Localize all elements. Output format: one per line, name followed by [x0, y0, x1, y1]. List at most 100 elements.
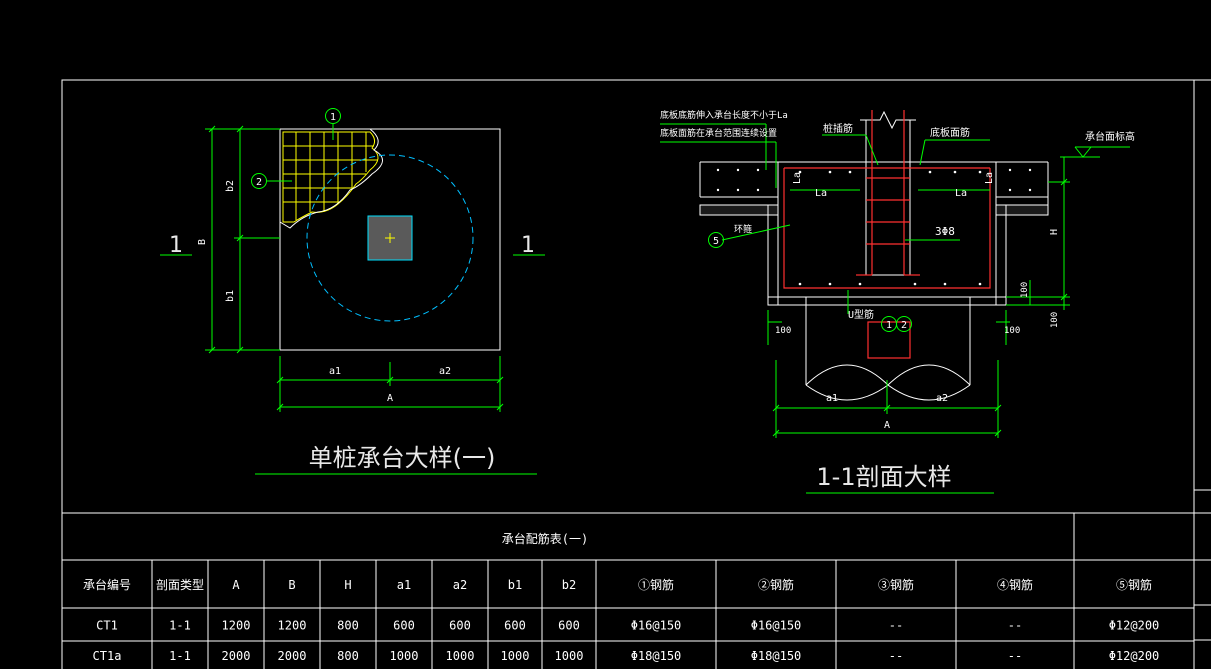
table-title: 承台配筋表(一) [502, 531, 588, 546]
table-header-cell: b2 [562, 578, 576, 592]
callout-2-plan [251, 173, 267, 189]
section-dim-A: A [884, 420, 890, 431]
callout-2-section [896, 316, 912, 332]
section-dim-100-right: 100 [1004, 326, 1020, 336]
table-header-cell: ①钢筋 [638, 577, 674, 592]
table-cell: 1000 [555, 649, 584, 663]
section-dim-100-left: 100 [775, 326, 791, 336]
table-cell: -- [1008, 649, 1022, 663]
table-cell: Φ16@150 [631, 619, 682, 633]
table-cell: CT1a [93, 649, 122, 663]
section-dim-100-b: 100 [1050, 312, 1060, 328]
plan-dim-a2: a2 [439, 366, 451, 377]
table-cell: 800 [337, 649, 359, 663]
table-cell: -- [889, 619, 903, 633]
table-cell: CT1 [96, 619, 118, 633]
pile-outline [306, 154, 474, 322]
cap-plan-outline [279, 128, 501, 351]
table-cell: 1200 [222, 619, 251, 633]
section-dim-right [1006, 157, 1070, 310]
la-label-vert-left: La [792, 172, 803, 184]
table-header-cell: a2 [453, 578, 467, 592]
table-cell: Φ12@200 [1109, 649, 1160, 663]
section-marker-right: 1 [521, 233, 535, 258]
section-title: 1-1剖面大样 [816, 463, 951, 491]
plan-dim-left [205, 125, 280, 354]
la-label-vert-right: La [984, 172, 995, 184]
callout-2-plan-label: 2 [256, 177, 262, 188]
table-cell: Φ16@150 [751, 619, 802, 633]
table-cell: 1200 [278, 619, 307, 633]
la-label-right: La [955, 188, 967, 199]
table-cell: -- [1008, 619, 1022, 633]
pile-section [805, 297, 971, 401]
callout-5-label: 5 [713, 236, 719, 247]
label-u-rebar: U型筋 [848, 308, 874, 321]
callout-5-section [708, 232, 724, 248]
section-dim-100-a: 100 [1020, 282, 1030, 298]
section-dim-H: H [1049, 229, 1060, 235]
slab-right [995, 161, 1049, 216]
label-ring: 环箍 [734, 223, 752, 235]
section-dim-a2: a2 [936, 393, 948, 404]
label-cap-top: 承台面标高 [1085, 130, 1135, 143]
plan-dim-b2: b2 [225, 180, 236, 192]
table-cell: 600 [393, 619, 415, 633]
plan-title: 单桩承台大样(一) [309, 444, 496, 472]
section-view: La La La La 底板底筋伸入承台长度不小于La 底板面筋在承台范围连续设… [660, 109, 1135, 494]
table-header-cell: ③钢筋 [878, 577, 914, 592]
callout-1-section-label: 1 [886, 320, 892, 331]
plan-dim-B: B [197, 239, 208, 245]
table-header-cell: ⑤钢筋 [1116, 577, 1152, 592]
table-cell: 1-1 [169, 649, 191, 663]
plan-dim-bottom [276, 356, 504, 412]
note-top-rebar: 底板面筋在承台范围连续设置 [660, 127, 777, 139]
column-section [860, 110, 916, 276]
plan-view: 1 2 B b2 b1 [160, 108, 545, 475]
table-header-cell: ④钢筋 [997, 577, 1033, 592]
table-cell: 1000 [501, 649, 530, 663]
plan-dim-a1: a1 [329, 366, 341, 377]
table-cell: 600 [449, 619, 471, 633]
table-header-cell: B [288, 578, 295, 592]
section-marker-left: 1 [169, 233, 183, 258]
callout-1-plan-label: 1 [330, 112, 336, 123]
table-header-cell: ②钢筋 [758, 577, 794, 592]
label-slab-top: 底板面筋 [930, 126, 970, 139]
table-header-cell: 承台编号 [83, 577, 131, 592]
table-cell: Φ18@150 [751, 649, 802, 663]
table-cell: 1000 [390, 649, 419, 663]
label-pile-rebar: 桩插筋 [823, 122, 853, 135]
plan-dim-b1: b1 [225, 290, 236, 302]
callout-1-plan [325, 108, 341, 124]
note-bottom-rebar: 底板底筋伸入承台长度不小于La [660, 109, 788, 121]
la-label-left: La [815, 188, 827, 199]
label-3phi8: 3Φ8 [935, 225, 955, 238]
table-cell: Φ12@200 [1109, 619, 1160, 633]
table-cell: 1-1 [169, 619, 191, 633]
drawing-frame [61, 79, 1211, 669]
table-header-cell: H [344, 578, 351, 592]
table-header-cell: 剖面类型 [156, 578, 204, 592]
table-cell: 1000 [446, 649, 475, 663]
rebar-mesh [282, 131, 379, 223]
table-cell: Φ18@150 [631, 649, 682, 663]
section-dim-a1: a1 [826, 393, 838, 404]
table-cell: -- [889, 649, 903, 663]
table-cell: 600 [504, 619, 526, 633]
cap-rebar [783, 110, 991, 359]
table-header-cell: a1 [397, 578, 411, 592]
table-cell: 2000 [222, 649, 251, 663]
callout-2-section-label: 2 [901, 320, 907, 331]
table-header-cell: A [232, 578, 240, 592]
section-dim-bottom [772, 360, 1002, 438]
table-cell: 2000 [278, 649, 307, 663]
cap-section [777, 161, 997, 298]
table-cell: 600 [558, 619, 580, 633]
table-header-cell: b1 [508, 578, 522, 592]
rebar-table [62, 512, 1194, 669]
plan-dim-A: A [387, 393, 393, 404]
table-cell: 800 [337, 619, 359, 633]
